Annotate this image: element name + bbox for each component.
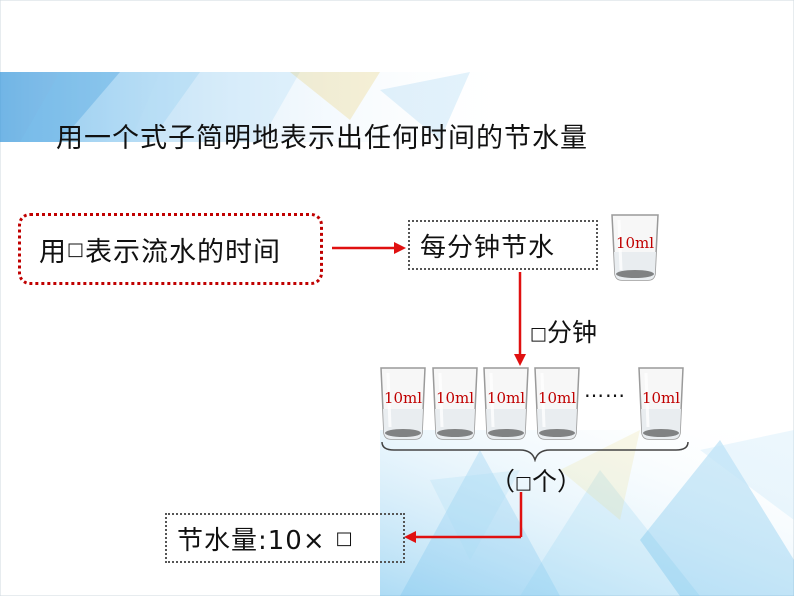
total-label: 节水量:10× bbox=[177, 525, 326, 556]
ellipsis: …… bbox=[584, 378, 626, 402]
count-label: （□个） bbox=[490, 462, 582, 498]
glass-label: 10ml bbox=[537, 389, 577, 407]
glass-icon bbox=[534, 367, 580, 440]
total-box: 节水量:10× □ bbox=[165, 513, 405, 563]
page-title: 用一个式子简明地表示出任何时间的节水量 bbox=[56, 123, 588, 154]
arrow-right bbox=[332, 242, 406, 254]
placeholder-square: □ bbox=[530, 323, 548, 345]
glass-icon bbox=[432, 367, 478, 440]
water-glass: 10ml bbox=[636, 365, 686, 441]
arrow-elbow bbox=[404, 492, 523, 543]
minutes-text: 分钟 bbox=[547, 318, 598, 347]
placeholder-square: □ bbox=[67, 238, 86, 260]
count-text: 个） bbox=[532, 467, 583, 496]
water-glass: 10ml bbox=[378, 365, 428, 441]
arrow-down bbox=[514, 272, 526, 366]
placeholder-square: □ bbox=[335, 527, 354, 549]
glass-icon bbox=[483, 367, 529, 440]
water-glass: 10ml bbox=[609, 212, 661, 282]
glass-label: 10ml bbox=[383, 389, 423, 407]
brace bbox=[381, 441, 689, 462]
open-paren: （ bbox=[490, 467, 516, 496]
time-definition-box: 用□表示流水的时间 bbox=[18, 213, 323, 285]
glass-icon bbox=[380, 367, 426, 440]
glass-label: 10ml bbox=[615, 234, 655, 252]
placeholder-square: □ bbox=[515, 472, 533, 494]
rate-box: 每分钟节水 bbox=[408, 220, 598, 270]
rate-label: 每分钟节水 bbox=[420, 232, 556, 263]
water-glass: 10ml bbox=[481, 365, 531, 441]
glass-label: 10ml bbox=[435, 389, 475, 407]
minutes-label: □分钟 bbox=[530, 313, 597, 349]
glass-icon bbox=[638, 367, 684, 440]
glass-icon bbox=[611, 214, 659, 281]
water-glass: 10ml bbox=[430, 365, 480, 441]
time-suffix: 表示流水的时间 bbox=[85, 236, 282, 268]
glass-label: 10ml bbox=[641, 389, 681, 407]
time-prefix: 用 bbox=[39, 236, 67, 268]
water-glass: 10ml bbox=[532, 365, 582, 441]
glass-label: 10ml bbox=[486, 389, 526, 407]
